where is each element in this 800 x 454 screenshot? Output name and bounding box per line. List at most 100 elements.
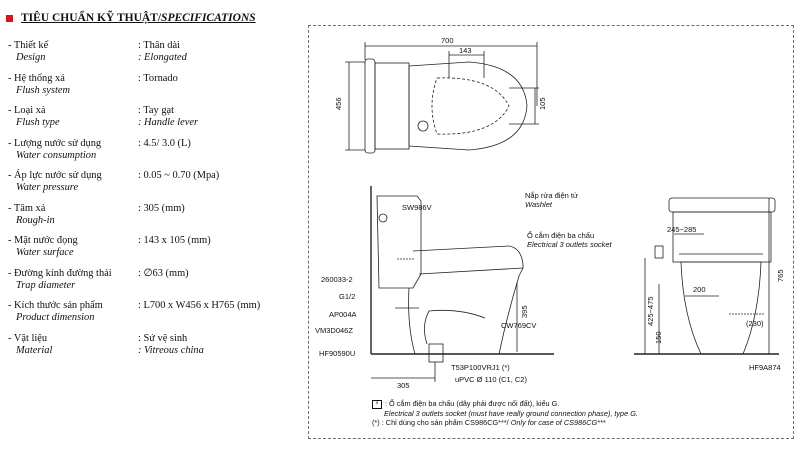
note-line-2: (*) : Chỉ dùng cho sản phẩm CS986CG***/ … xyxy=(372,418,638,428)
side-washlet xyxy=(412,245,524,275)
dim-150-label: 150 xyxy=(654,331,663,344)
spec-label-vi: - Loại xả xyxy=(8,105,46,116)
spec-value-vi: : 4.5/ 3.0 (L) xyxy=(138,137,191,149)
front-socket-box xyxy=(654,245,664,259)
socket-label-en: Electrical 3 outlets socket xyxy=(527,240,613,249)
spec-value-vi: : 0.05 ~ 0.70 (Mpa) xyxy=(138,170,220,181)
front-bowl xyxy=(680,261,762,355)
front-label-hf9a874: HF9A874 xyxy=(749,363,781,372)
side-label-cw769cv: CW769CV xyxy=(501,321,536,330)
side-view xyxy=(370,186,554,382)
spec-value-vi: : Tornado xyxy=(138,72,178,84)
spec-label-en: Flush system xyxy=(16,84,70,96)
spec-value-vi: : 143 x 105 (mm) xyxy=(138,235,211,246)
socket-symbol-icon: ⚡ xyxy=(372,399,382,409)
front-tank-lid xyxy=(668,197,776,213)
spec-label-en: Water surface xyxy=(16,247,74,258)
socket-label-vi: Ổ cắm điện ba chấu xyxy=(527,231,594,240)
spec-value-vi: : Thân dài xyxy=(138,40,180,51)
side-label-g12: G1/2 xyxy=(339,292,355,301)
technical-drawing-frame: 700 143 456 105 SW986V 260033-2 G1/2 AP0… xyxy=(308,25,794,439)
top-view xyxy=(345,42,539,154)
heading-en: SPECIFICATIONS xyxy=(161,12,256,24)
front-tank-body xyxy=(672,211,772,263)
side-lever-knob xyxy=(378,213,388,223)
dim-395-label: 395 xyxy=(520,305,529,318)
dim-305-label: 305 xyxy=(397,381,410,390)
top-view-bowl-dashed xyxy=(431,77,510,135)
spec-label-en: Design xyxy=(16,52,46,63)
dim-230-label: (230) xyxy=(746,319,764,328)
spec-value-en: : Handle lever xyxy=(138,117,199,128)
washlet-label-en: Washlet xyxy=(525,200,553,209)
note-2-en: Only for case of CS986CG*** xyxy=(510,418,606,428)
spec-label-vi: - Áp lực nước sử dụng xyxy=(8,170,102,181)
drawing-notes: ⚡: Ổ cắm điện ba chấu (dây phải được nối… xyxy=(372,399,638,428)
side-label-260033: 260033-2 xyxy=(321,275,353,284)
spec-label-en: Product dimension xyxy=(16,312,95,323)
top-view-tank-body xyxy=(374,62,410,150)
heading-vi: TIÊU CHUẨN KỸ THUẬT/ xyxy=(21,12,162,24)
side-bowl xyxy=(408,267,524,355)
top-view-outlet-circle xyxy=(417,120,429,132)
red-square-bullet-icon xyxy=(6,14,13,22)
dim-200-label: 200 xyxy=(693,285,706,294)
spec-label-vi: - Vật liệu xyxy=(8,332,48,344)
spec-value-vi: : 305 (mm) xyxy=(138,202,185,214)
spec-label-en: Water consumption xyxy=(16,149,97,161)
spec-label-en: Water pressure xyxy=(16,182,79,193)
side-trap xyxy=(424,309,486,345)
note-1-en: Electrical 3 outlets socket (must have r… xyxy=(384,408,638,418)
side-label-hf90590u: HF90590U xyxy=(319,349,355,358)
side-flange xyxy=(428,343,444,363)
spec-label-vi: - Lượng nước sử dụng xyxy=(8,137,102,149)
spec-label-vi: - Thiết kế xyxy=(8,40,49,51)
top-view-tank xyxy=(364,58,376,154)
spec-value-en: : Vitreous china xyxy=(138,344,204,356)
spec-label-vi: - Kích thước sản phẩm xyxy=(8,300,103,311)
spec-value-en: : Elongated xyxy=(138,52,187,63)
section-heading: TIÊU CHUẨN KỸ THUẬT/ SPECIFICATIONS xyxy=(6,12,256,24)
note-2-prefix: (*) : xyxy=(372,418,386,428)
note-2-vi: Chỉ dùng cho sản phẩm CS986CG***/ xyxy=(385,418,511,428)
dim-143-label: 143 xyxy=(459,46,472,55)
dim-425-475-label: 425~475 xyxy=(646,297,655,326)
dim-245-285-label: 245~285 xyxy=(667,225,696,234)
note-line-1: ⚡: Ổ cắm điện ba chấu (dây phải được nối… xyxy=(372,399,638,409)
note-1-vi: : Ổ cắm điện ba chấu (dây phải được nối … xyxy=(385,399,560,408)
dim-456-label: 456 xyxy=(334,97,343,110)
spec-value-vi: : Sứ vệ sinh xyxy=(138,332,188,344)
side-label-ap004a: AP004A xyxy=(329,310,357,319)
spec-label-vi: - Mặt nước đọng xyxy=(8,235,78,246)
spec-label-en: Trap diameter xyxy=(16,279,76,291)
dim-700-label: 700 xyxy=(441,36,454,45)
spec-value-vi: : Tay gạt xyxy=(138,105,175,116)
spec-label-en: Material xyxy=(16,344,53,356)
spec-label-en: Rough-in xyxy=(16,214,55,226)
top-view-seat-outline xyxy=(408,61,528,151)
dim-105-label: 105 xyxy=(538,97,547,110)
side-label-vm3d046z: VM3D046Z xyxy=(315,326,353,335)
spec-label-en: Flush type xyxy=(16,117,60,128)
technical-drawing: 700 143 456 105 SW986V 260033-2 G1/2 AP0… xyxy=(315,36,785,390)
side-label-sw986v: SW986V xyxy=(402,203,432,212)
washlet-label-vi: Nắp rửa điện tử xyxy=(525,191,578,200)
spec-value-vi: : L700 x W456 x H765 (mm) xyxy=(138,300,261,311)
spec-label-vi: - Tâm xả xyxy=(8,202,46,214)
side-label-upvc: uPVC Ø 110 (C1, C2) xyxy=(455,375,527,384)
spec-label-vi: - Hệ thống xả xyxy=(8,72,65,84)
front-view xyxy=(634,197,779,355)
side-label-t53p100: T53P100VRJ1 (*) xyxy=(451,363,510,372)
spec-label-vi: - Đường kính đường thải xyxy=(8,267,112,279)
